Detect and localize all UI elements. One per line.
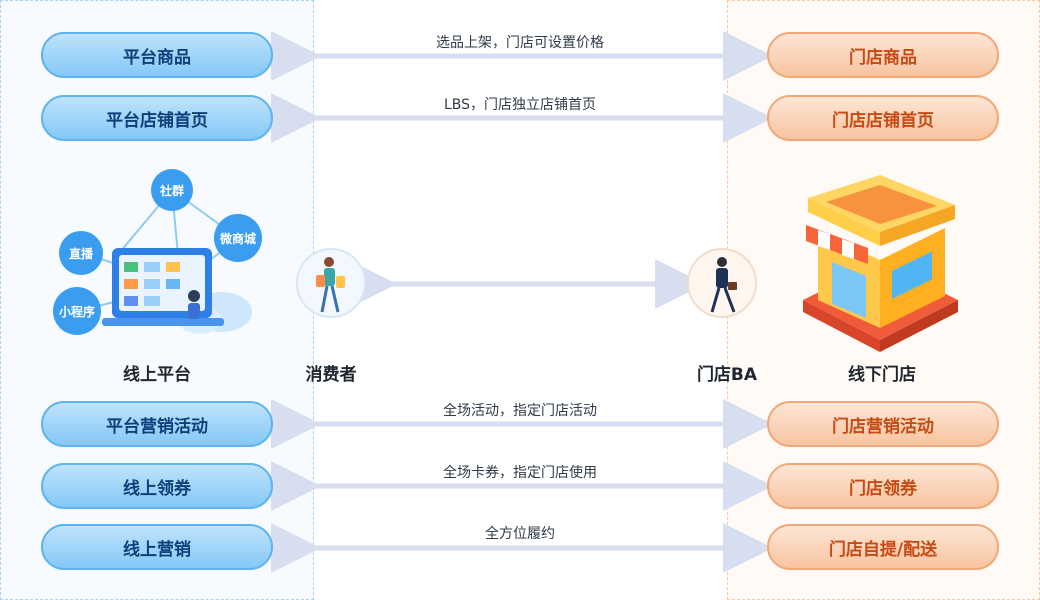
pill-online-coupons: 线上领券 [41,463,273,509]
arrow-label-3: 全场活动，指定门店活动 [443,403,597,419]
pill-platform-goods: 平台商品 [41,32,273,78]
arrow-label-2: LBS，门店独立店铺首页 [443,97,597,113]
caption-store-ba: 门店BA [696,365,758,385]
caption-consumer: 消费者 [305,365,357,385]
pill-platform-marketing: 平台营销活动 [41,401,273,447]
pill-store-marketing: 门店营销活动 [767,401,999,447]
arrow-label-4: 全场卡券，指定门店使用 [443,465,597,481]
bubble-mini-mall-label: 微商城 [219,231,256,246]
pill-store-goods: 门店商品 [767,32,999,78]
bubble-mini-program-label: 小程序 [59,304,95,319]
pill-store-coupons: 门店领券 [767,463,999,509]
bubble-live [59,231,103,275]
pill-online-marketing: 线上营销 [41,524,273,570]
arrow-label-1: 选品上架，门店可设置价格 [436,35,604,51]
pill-platform-store-home: 平台店铺首页 [41,95,273,141]
caption-online-platform: 线上平台 [123,365,191,385]
bubble-mini-program [53,287,101,335]
arrow-label-5: 全方位履约 [485,526,555,542]
bubble-community [151,169,193,211]
bubble-live-label: 直播 [69,246,94,261]
caption-offline-store: 线下门店 [848,365,916,385]
pill-store-pickup-delivery: 门店自提/配送 [767,524,999,570]
pill-store-home: 门店店铺首页 [767,95,999,141]
bubble-community-label: 社群 [159,183,184,198]
bubble-mini-mall [214,214,262,262]
